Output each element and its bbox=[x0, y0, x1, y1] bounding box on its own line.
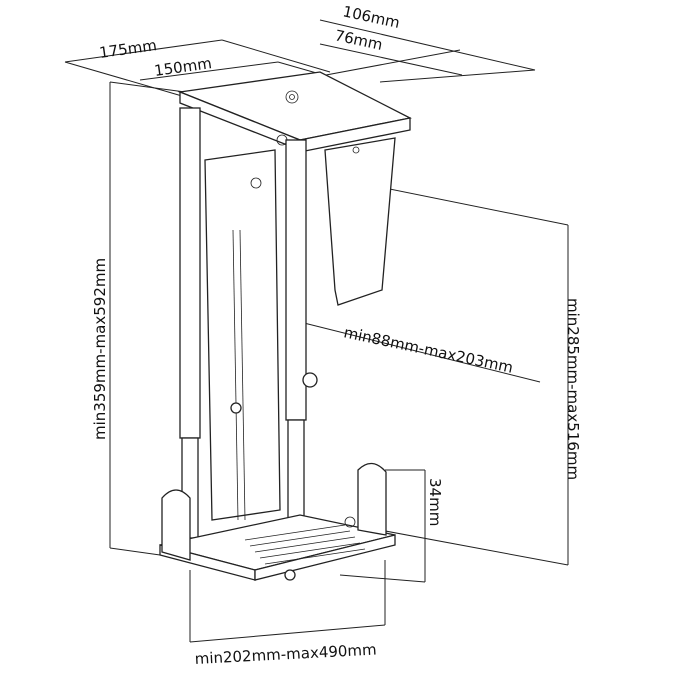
top-outer-width-label: 175mm bbox=[98, 36, 158, 62]
top-inner-width-label: 150mm bbox=[153, 54, 213, 80]
clamp-height-label: min285mm-max516mm bbox=[564, 298, 582, 480]
case-depth-label: min202mm-max490mm bbox=[194, 640, 377, 668]
top-inner-depth-label: 76mm bbox=[333, 26, 384, 54]
dimension-lines bbox=[64, 19, 569, 643]
lip-height-label: 34mm bbox=[426, 478, 444, 526]
base-rails bbox=[244, 524, 366, 565]
total-height-label: min359mm-max592mm bbox=[91, 258, 109, 440]
case-width-label: min88mm-max203mm bbox=[342, 323, 515, 376]
pc-holder-device bbox=[159, 71, 412, 581]
